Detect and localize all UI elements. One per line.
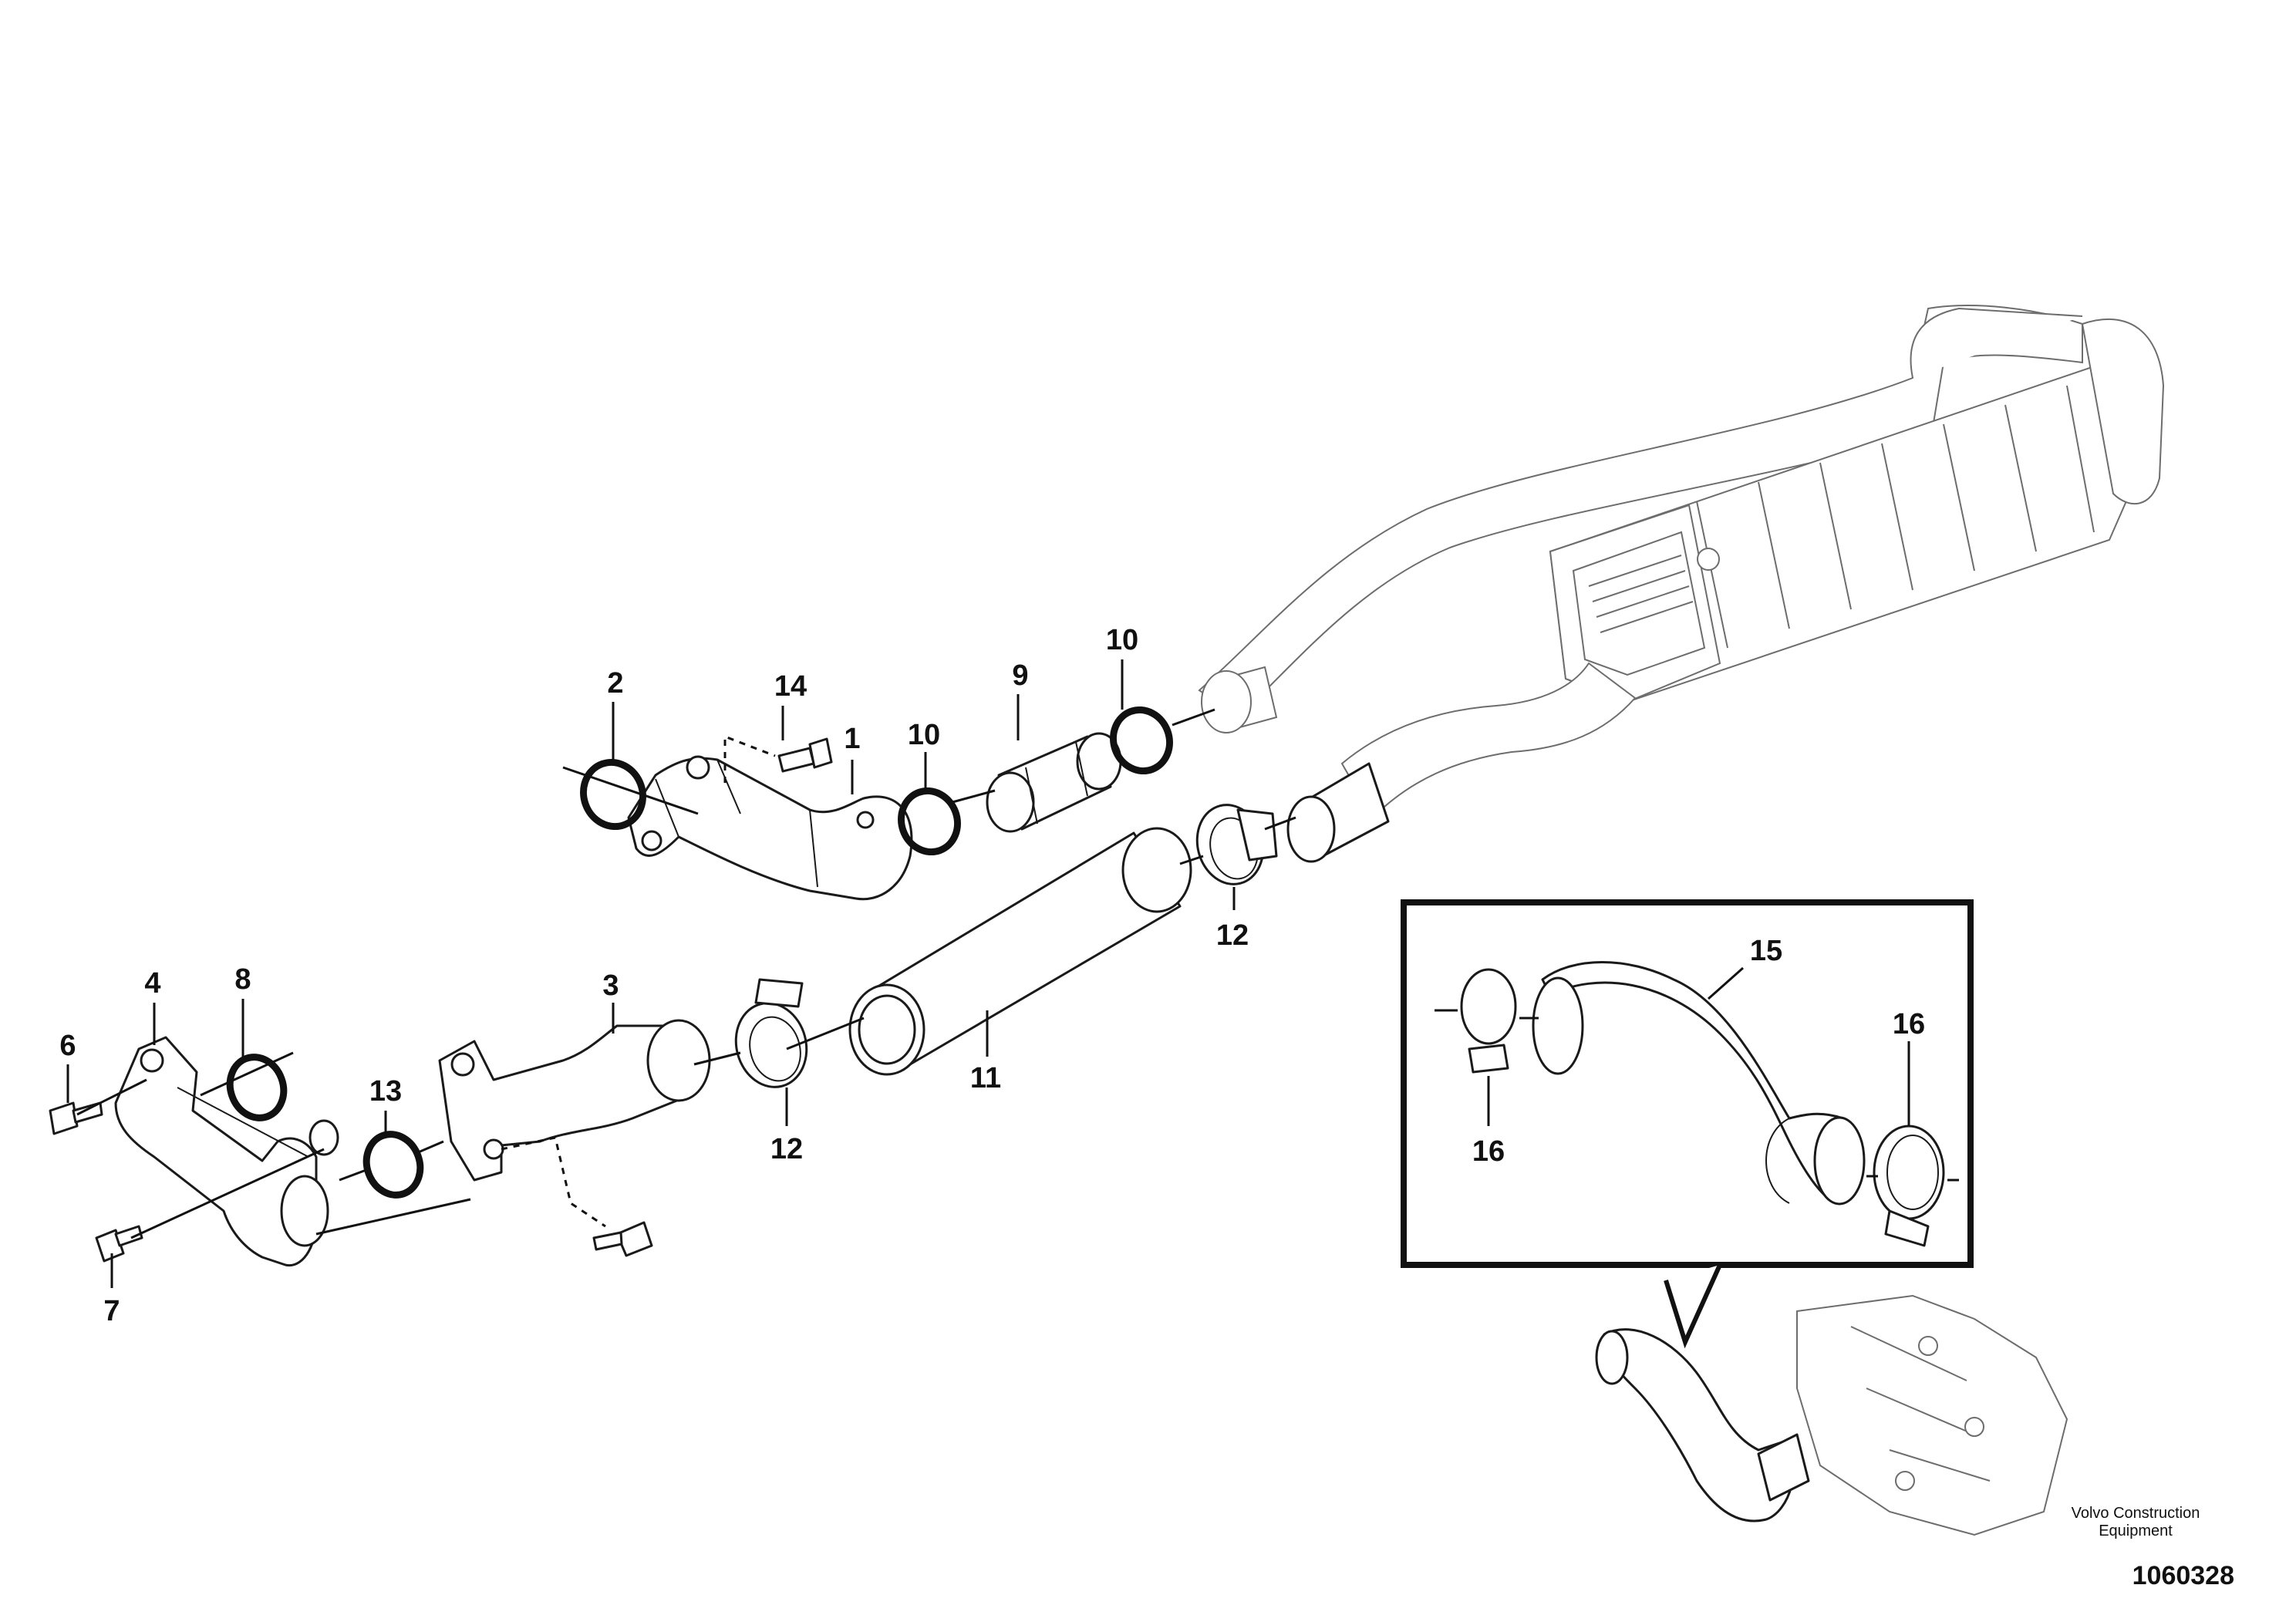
callout-12-upper: 12 (1216, 919, 1249, 952)
callout-9: 9 (1012, 659, 1028, 692)
callout-12-lower: 12 (770, 1133, 803, 1165)
seal-ring-2 (580, 758, 646, 831)
muffler-assembly (1198, 305, 2165, 863)
manifold-pipe-4 (114, 1036, 339, 1267)
callout-6: 6 (59, 1030, 76, 1062)
bolt-7 (95, 1225, 143, 1263)
callout-1: 1 (844, 723, 860, 755)
callout-15: 15 (1750, 935, 1782, 967)
exhaust-elbow-1 (627, 755, 913, 901)
context-engine-view (1595, 1294, 2068, 1536)
callout-10-left: 10 (908, 719, 940, 751)
inset-detail (1401, 899, 1974, 1349)
leader-lines (66, 659, 1296, 1288)
company-credit: Volvo Construction Equipment (2020, 1505, 2251, 1540)
callout-14: 14 (774, 670, 807, 703)
callout-13: 13 (369, 1075, 402, 1108)
bolt-6 (49, 1101, 103, 1135)
callout-labels: 2 14 1 10 9 10 12 11 12 3 4 8 6 13 7 15 … (59, 624, 1925, 1327)
sleeve-9 (986, 732, 1122, 833)
drawing-number: 1060328 (2132, 1561, 2234, 1590)
callout-3: 3 (602, 969, 619, 1002)
clamp-12-lower (734, 978, 808, 1088)
company-line-2: Equipment (2099, 1523, 2173, 1539)
callout-7: 7 (103, 1295, 120, 1327)
company-line-1: Volvo Construction (2071, 1505, 2200, 1522)
flange-pipe-3 (438, 1019, 711, 1182)
callout-8: 8 (234, 963, 251, 996)
bolt-14 (777, 737, 833, 773)
seal-ring-10-left (898, 787, 961, 856)
hose-11 (848, 827, 1192, 1076)
callout-2: 2 (607, 667, 623, 700)
callout-4: 4 (144, 967, 160, 1000)
callout-10-right: 10 (1106, 624, 1138, 656)
bolt-lower-right (592, 1221, 653, 1257)
clamp-12-upper (1195, 804, 1278, 885)
seal-ring-13 (362, 1131, 424, 1199)
callout-11: 11 (970, 1062, 1001, 1094)
callout-16-left: 16 (1472, 1135, 1505, 1168)
callout-16-right: 16 (1893, 1008, 1925, 1040)
seal-ring-10-right (1110, 706, 1173, 775)
seal-ring-8 (226, 1054, 288, 1121)
